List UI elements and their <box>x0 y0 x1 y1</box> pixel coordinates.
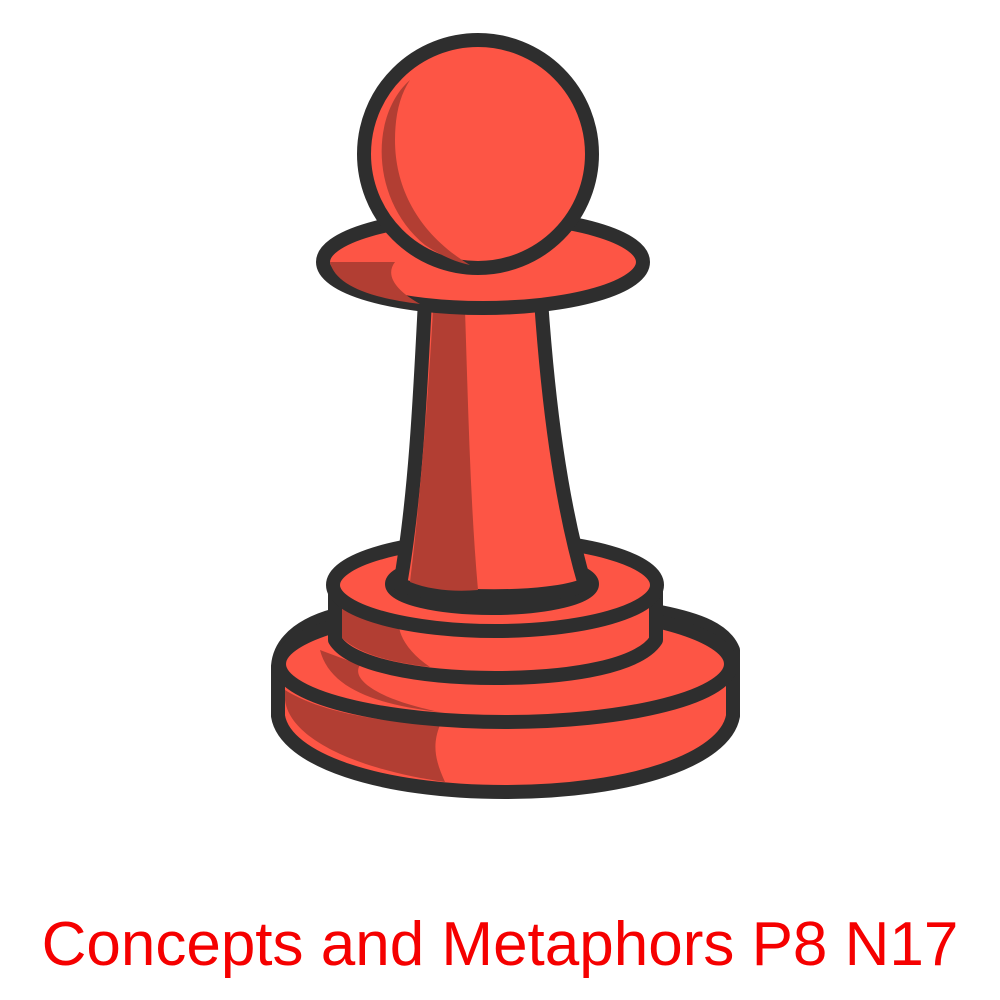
base-plate-top-shade <box>320 650 440 712</box>
head-shade <box>381 80 470 265</box>
pawn-stem <box>393 293 592 604</box>
pawn-head <box>357 33 599 275</box>
caption-text: Concepts and Metaphors P8 N17 <box>41 910 959 979</box>
stem-shade <box>410 310 478 591</box>
head-ball <box>357 33 599 275</box>
chess-pawn-icon <box>271 33 740 799</box>
base-plate-shade <box>285 690 445 782</box>
collar-shade <box>330 262 420 304</box>
